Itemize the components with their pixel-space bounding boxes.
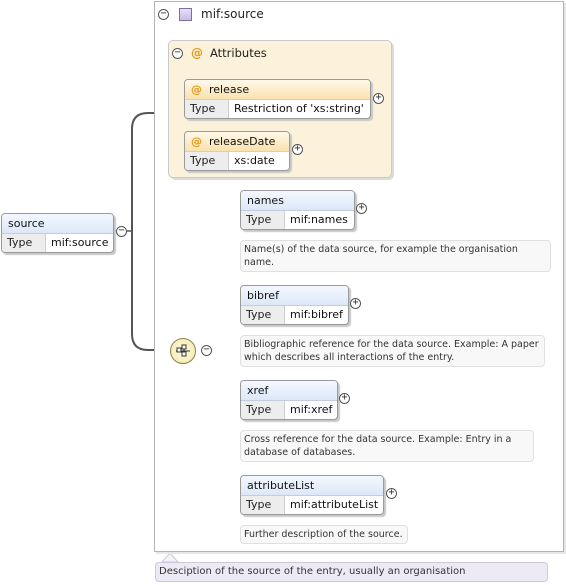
type-value: Restriction of 'xs:string' [234,102,364,115]
type-key: Type [241,496,285,514]
element-names[interactable]: names Type mif:names [240,190,355,230]
sequence-collapse-toggle[interactable]: − [201,345,212,356]
attributes-collapse-toggle[interactable]: − [172,48,183,59]
root-collapse-toggle[interactable]: − [116,226,127,237]
releasedate-expand-toggle[interactable]: + [292,144,303,155]
attributelist-documentation: Further description of the source. [240,525,408,544]
type-value: mif:xref [290,403,333,416]
bibref-documentation: Bibliographic reference for the data sou… [240,335,545,367]
names-expand-toggle[interactable]: + [356,203,367,214]
attribute-releasedate[interactable]: @ releaseDate Type xs:date [184,131,290,171]
type-value: mif:source [51,236,109,249]
element-attributelist[interactable]: attributeList Type mif:attributeList [240,475,384,515]
element-name: names [241,191,354,211]
element-name: bibref [241,286,348,306]
at-icon: @ [191,46,203,60]
attribute-name: releaseDate [209,135,276,148]
type-key: Type [241,401,285,419]
xref-documentation: Cross reference for the data source. Exa… [240,430,534,462]
container-title: mif:source [201,7,264,21]
type-value: mif:attributeList [290,498,379,511]
xref-expand-toggle[interactable]: + [339,393,350,404]
type-key: Type [185,100,229,118]
element-name: xref [241,381,337,401]
at-icon: @ [191,83,202,96]
element-xref[interactable]: xref Type mif:xref [240,380,338,420]
names-documentation: Name(s) of the data source, for example … [240,240,551,272]
type-key: Type [241,306,285,324]
type-value: mif:bibref [290,308,343,321]
release-expand-toggle[interactable]: + [373,93,384,104]
type-key: Type [2,234,46,252]
element-bibref[interactable]: bibref Type mif:bibref [240,285,349,325]
complex-type-icon [179,8,192,21]
attribute-release[interactable]: @ release Type Restriction of 'xs:string' [184,79,371,119]
sequence-icon[interactable] [170,338,196,364]
type-key: Type [241,211,285,229]
container-collapse-toggle[interactable]: − [158,9,169,20]
element-name: attributeList [241,476,383,496]
source-documentation: Desciption of the source of the entry, u… [155,562,548,582]
type-value: xs:date [234,154,275,167]
type-value: mif:names [290,213,348,226]
root-element-source[interactable]: source Type mif:source [1,213,114,253]
type-key: Type [185,152,229,170]
element-name: source [2,214,113,234]
attribute-name: release [209,83,250,96]
attributes-label: Attributes [210,46,267,60]
at-icon: @ [191,135,202,148]
bibref-expand-toggle[interactable]: + [350,298,361,309]
attributelist-expand-toggle[interactable]: + [386,488,397,499]
